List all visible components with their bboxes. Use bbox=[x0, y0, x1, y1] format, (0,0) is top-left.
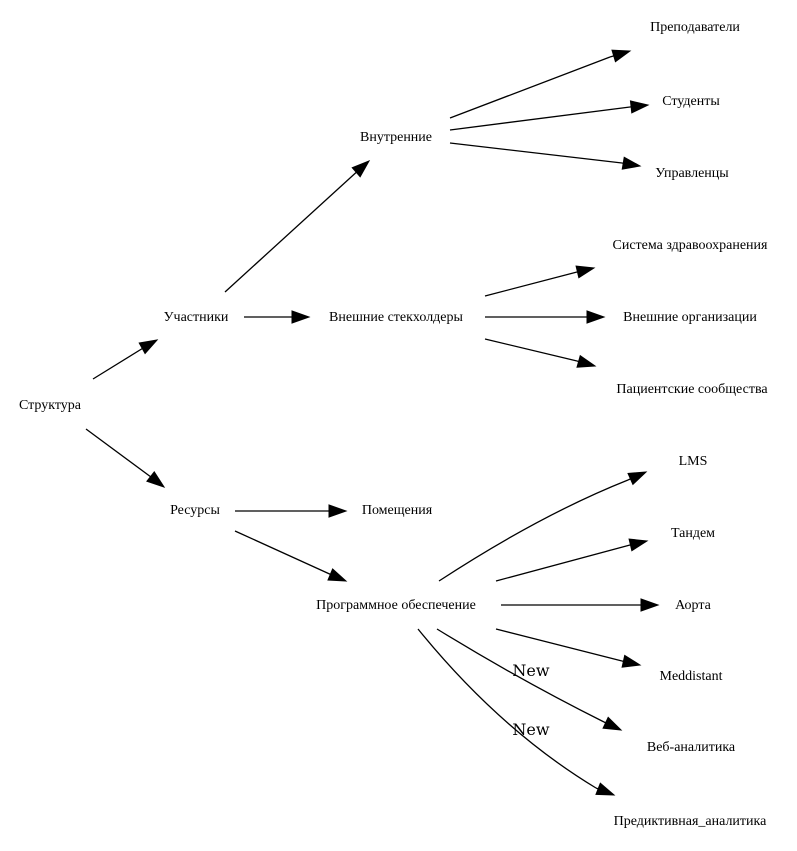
edge-line bbox=[438, 479, 629, 582]
node-web-analytics: Веб-аналитика bbox=[647, 740, 736, 755]
arrowhead-icon bbox=[586, 310, 606, 324]
edge-line bbox=[449, 56, 611, 119]
edge-external-to-external_orgs bbox=[485, 310, 606, 324]
arrowhead-icon bbox=[611, 49, 632, 63]
edge-software-to-web_analytics: New bbox=[436, 628, 623, 731]
edge-line bbox=[436, 628, 605, 723]
arrowhead-icon bbox=[575, 265, 596, 279]
node-premises: Помещения bbox=[362, 503, 433, 518]
edge-line bbox=[224, 167, 362, 293]
edge-software-to-aorta bbox=[501, 598, 660, 612]
edge-line-extension bbox=[609, 55, 614, 58]
node-tandem: Тандем bbox=[671, 526, 715, 541]
edge-software-to-predictive_analytics: New bbox=[417, 628, 616, 796]
edge-participants-to-external bbox=[244, 310, 311, 324]
edge-internal-to-managers bbox=[449, 142, 642, 170]
edge-resources-to-premises bbox=[235, 504, 348, 518]
arrowhead-icon bbox=[351, 160, 371, 178]
node-external-orgs: Внешние организации bbox=[623, 310, 757, 325]
arrowhead-icon bbox=[327, 568, 348, 582]
node-patient-communities: Пациентские сообщества bbox=[616, 382, 768, 397]
arrowhead-icon bbox=[576, 354, 597, 368]
node-teachers: Преподаватели bbox=[650, 20, 740, 35]
node-meddistant: Meddistant bbox=[660, 669, 723, 684]
node-health-system: Система здравоохранения bbox=[613, 238, 769, 253]
node-resources: Ресурсы bbox=[170, 503, 220, 518]
edge-resources-to-software bbox=[234, 530, 348, 582]
arrowhead-icon bbox=[629, 100, 650, 114]
edge-line bbox=[495, 628, 623, 662]
arrowhead-icon bbox=[328, 504, 348, 518]
edge-line bbox=[484, 338, 578, 362]
node-external: Внешние стекхолдеры bbox=[329, 310, 463, 325]
edge-line bbox=[449, 142, 623, 164]
arrowhead-icon bbox=[291, 310, 311, 324]
edge-label: New bbox=[512, 720, 549, 739]
edge-structure-to-participants bbox=[92, 339, 159, 380]
arrowhead-icon bbox=[138, 339, 159, 355]
node-participants: Участники bbox=[164, 310, 229, 325]
arrowhead-icon bbox=[146, 470, 166, 488]
arrowhead-icon bbox=[628, 538, 649, 552]
arrowhead-icon bbox=[640, 598, 660, 612]
arrowhead-icon bbox=[627, 471, 648, 486]
edge-software-to-tandem bbox=[495, 538, 649, 582]
edge-line bbox=[234, 530, 335, 577]
edge-internal-to-students bbox=[449, 100, 650, 131]
edge-participants-to-internal bbox=[224, 160, 371, 293]
node-students: Студенты bbox=[662, 94, 720, 109]
arrowhead-icon bbox=[621, 156, 642, 170]
arrowhead-icon bbox=[621, 654, 642, 668]
arrowhead-icon bbox=[602, 716, 623, 731]
edge-label: New bbox=[512, 661, 549, 680]
node-aorta: Аорта bbox=[675, 598, 712, 613]
node-managers: Управленцы bbox=[655, 166, 729, 181]
edge-line bbox=[484, 271, 578, 297]
node-lms: LMS bbox=[679, 454, 708, 469]
edge-internal-to-teachers bbox=[449, 49, 632, 119]
edge-software-to-lms bbox=[438, 471, 648, 582]
edge-external-to-health_system bbox=[484, 265, 596, 297]
edge-structure-to-resources bbox=[85, 428, 166, 488]
arrowhead-icon bbox=[595, 782, 616, 796]
node-software: Программное обеспечение bbox=[316, 598, 476, 613]
edge-software-to-meddistant bbox=[495, 628, 642, 668]
node-predictive-analytics: Предиктивная_аналитика bbox=[614, 814, 767, 829]
edge-line bbox=[449, 106, 631, 131]
edge-line bbox=[495, 544, 631, 582]
node-internal: Внутренние bbox=[360, 130, 432, 145]
edge-line bbox=[92, 344, 149, 380]
node-structure: Структура bbox=[19, 398, 82, 413]
edge-external-to-patient_communities bbox=[484, 338, 597, 368]
edge-line bbox=[85, 428, 156, 481]
edge-line bbox=[417, 628, 597, 789]
